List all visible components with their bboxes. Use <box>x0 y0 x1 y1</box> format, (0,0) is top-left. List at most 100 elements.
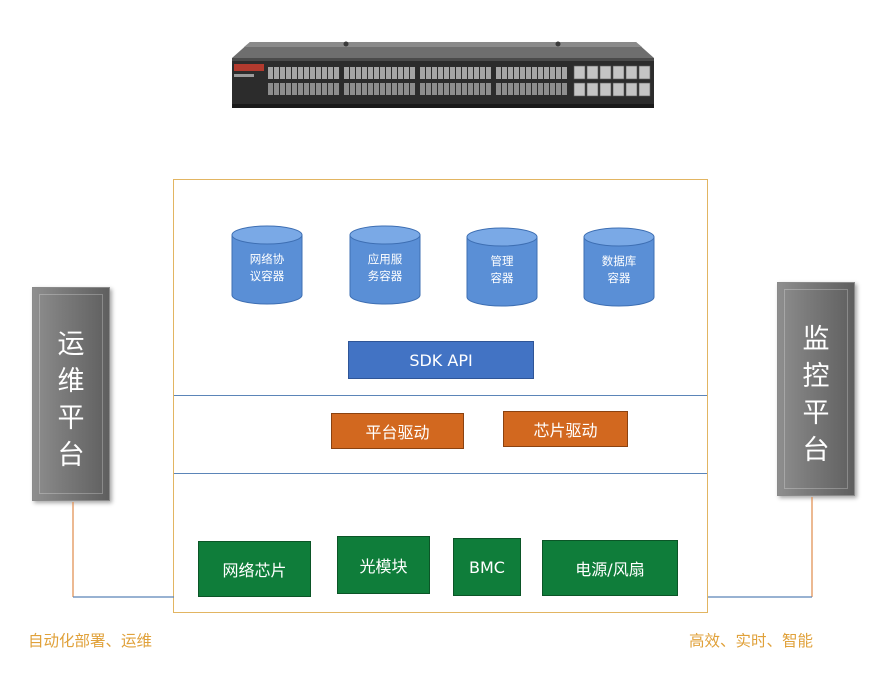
switch-port <box>322 67 327 79</box>
switch-port <box>398 67 403 79</box>
switch-port <box>456 67 461 79</box>
switch-port <box>562 83 567 95</box>
switch-port <box>386 83 391 95</box>
switch-port <box>304 67 309 79</box>
qsfp-port <box>612 65 625 80</box>
monitor-caption: 高效、实时、智能 <box>689 632 814 650</box>
switch-port <box>268 67 273 79</box>
switch-port <box>356 67 361 79</box>
qsfp-port <box>599 65 612 80</box>
switch-port <box>462 67 467 79</box>
network-switch-image <box>228 40 658 112</box>
switch-port <box>368 67 373 79</box>
switch-port <box>450 67 455 79</box>
qsfp-port <box>625 65 638 80</box>
switch-port <box>362 83 367 95</box>
switch-port <box>538 83 543 95</box>
qsfp-port <box>573 65 586 80</box>
network-chip-box: 网络芯片 <box>198 541 311 597</box>
qsfp-port <box>625 82 638 97</box>
switch-port <box>304 83 309 95</box>
switch-port <box>404 83 409 95</box>
switch-port <box>532 83 537 95</box>
switch-port <box>356 83 361 95</box>
cylinder-icon <box>583 227 655 307</box>
switch-port <box>562 67 567 79</box>
qsfp-port <box>586 65 599 80</box>
switch-port <box>496 83 501 95</box>
switch-port <box>334 83 339 95</box>
chip-driver-box: 芯片驱动 <box>503 411 628 447</box>
switch-port <box>420 67 425 79</box>
switch-port <box>520 67 525 79</box>
switch-port <box>380 83 385 95</box>
switch-port <box>538 67 543 79</box>
container-management: 管理 容器 <box>466 227 538 307</box>
switch-port <box>526 67 531 79</box>
switch-port <box>316 67 321 79</box>
switch-port <box>350 83 355 95</box>
switch-port <box>544 67 549 79</box>
switch-port <box>298 83 303 95</box>
switch-port <box>310 67 315 79</box>
switch-port <box>368 83 373 95</box>
qsfp-port <box>638 82 651 97</box>
switch-port <box>550 83 555 95</box>
sdk-api-box: SDK API <box>348 341 534 379</box>
switch-port <box>344 83 349 95</box>
switch-port <box>474 67 479 79</box>
ops-caption: 自动化部署、运维 <box>28 632 153 650</box>
switch-port <box>292 83 297 95</box>
switch-port <box>526 83 531 95</box>
switch-port <box>444 83 449 95</box>
switch-port <box>486 67 491 79</box>
switch-port <box>556 83 561 95</box>
switch-port <box>298 67 303 79</box>
switch-port <box>374 67 379 79</box>
switch-port <box>316 83 321 95</box>
switch-port <box>322 83 327 95</box>
switch-port <box>426 67 431 79</box>
switch-port <box>520 83 525 95</box>
container-database: 数据库 容器 <box>583 227 655 307</box>
cylinder-icon <box>231 225 303 305</box>
switch-port <box>398 83 403 95</box>
switch-port <box>404 67 409 79</box>
switch-port <box>468 67 473 79</box>
switch-port <box>410 67 415 79</box>
layer-divider-bottom <box>174 473 707 474</box>
switch-port <box>374 83 379 95</box>
switch-port <box>386 67 391 79</box>
switch-port <box>550 67 555 79</box>
cylinder-icon <box>466 227 538 307</box>
bmc-box: BMC <box>453 538 521 596</box>
switch-port <box>410 83 415 95</box>
switch-port <box>432 83 437 95</box>
qsfp-port <box>638 65 651 80</box>
switch-port <box>450 83 455 95</box>
switch-port <box>480 83 485 95</box>
container-label: 管理 容器 <box>490 254 514 285</box>
switch-port <box>420 83 425 95</box>
switch-port <box>274 83 279 95</box>
switch-port <box>328 83 333 95</box>
switch-port <box>444 67 449 79</box>
switch-port <box>280 83 285 95</box>
switch-port <box>468 83 473 95</box>
platform-driver-box: 平台驱动 <box>331 413 464 449</box>
switch-port <box>474 83 479 95</box>
layer-divider-top <box>174 395 707 396</box>
switch-port <box>274 67 279 79</box>
switch-port <box>392 67 397 79</box>
optical-module-box: 光模块 <box>337 536 430 594</box>
ops-platform-label: 运 维 平 台 <box>57 329 85 471</box>
switch-port <box>456 83 461 95</box>
switch-port <box>544 83 549 95</box>
switch-port <box>508 67 513 79</box>
monitor-platform-pillar: 监 控 平 台 <box>777 282 855 496</box>
switch-port <box>426 83 431 95</box>
container-label: 网络协 议容器 <box>249 252 285 283</box>
switch-port <box>268 83 273 95</box>
switch-port <box>362 67 367 79</box>
